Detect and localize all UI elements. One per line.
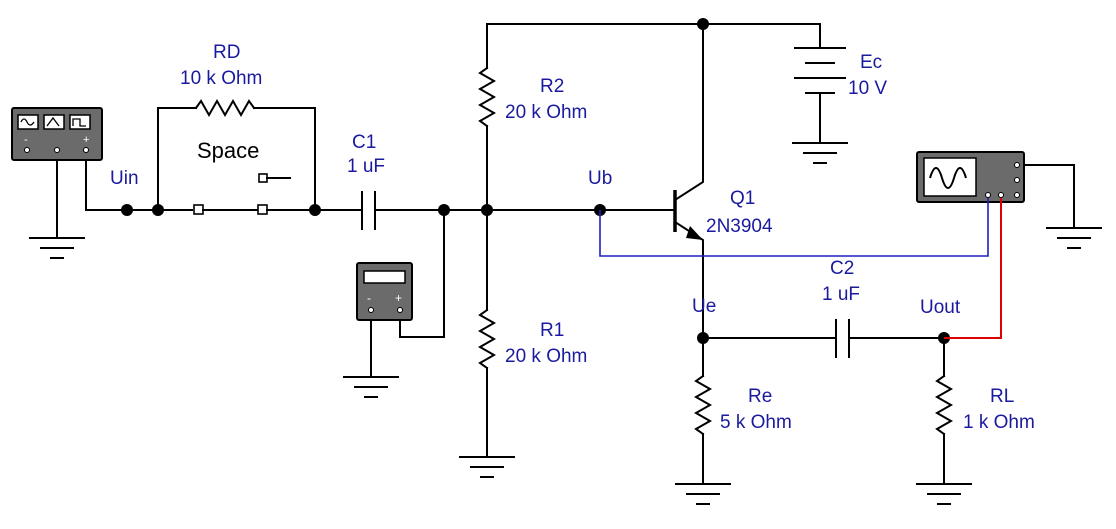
resistor-r1[interactable]: [477, 308, 497, 370]
ground-symbol: [343, 376, 399, 398]
ground-symbol: [792, 142, 848, 164]
multimeter-minus-terminal: -: [367, 291, 371, 305]
probe-wire-blue: [599, 198, 989, 257]
r1-name: R1: [540, 320, 564, 341]
c1-name: C1: [352, 132, 376, 153]
function-generator[interactable]: - +: [11, 107, 103, 161]
rl-name: RL: [990, 386, 1014, 407]
node-label-uout: Uout: [920, 297, 961, 318]
ground-symbol: [29, 237, 85, 259]
c2-value: 1 uF: [822, 284, 860, 305]
sine-wave-button-icon[interactable]: [17, 114, 39, 130]
ground-symbol: [1046, 227, 1102, 249]
switch-key-label-text: Space: [197, 138, 259, 163]
node-label-ub: Ub: [588, 168, 612, 189]
ground-symbol: [459, 456, 515, 478]
resistor-re[interactable]: [693, 374, 713, 436]
multimeter-plus-terminal: +: [395, 291, 402, 305]
multimeter[interactable]: - +: [356, 262, 413, 321]
re-value: 5 k Ohm: [720, 412, 792, 433]
c1-value: 1 uF: [347, 156, 385, 177]
r1-value: 20 k Ohm: [505, 346, 587, 367]
ec-value: 10 V: [848, 78, 887, 99]
ground-symbol: [916, 483, 972, 505]
rl-value: 1 k Ohm: [963, 412, 1035, 433]
resistor-r2[interactable]: [477, 66, 497, 128]
rd-name: RD: [213, 42, 240, 63]
r2-value: 20 k Ohm: [505, 102, 587, 123]
capacitor-c1[interactable]: [361, 191, 376, 230]
resistor-rd[interactable]: [194, 98, 256, 118]
ground-symbol: [675, 483, 731, 505]
node-label-ue: Ue: [692, 296, 716, 317]
sine-wave-icon: [929, 167, 967, 189]
r2-name: R2: [540, 76, 564, 97]
rd-value: 10 k Ohm: [180, 68, 262, 89]
c2-name: C2: [830, 258, 854, 279]
node-label-uin: Uin: [110, 168, 139, 189]
ec-name: Ec: [860, 52, 882, 73]
q1-name: Q1: [730, 188, 755, 209]
oscilloscope[interactable]: [916, 151, 1025, 203]
battery-ec[interactable]: [794, 47, 846, 94]
probe-wire-red: [944, 198, 1002, 339]
triangle-wave-button-icon[interactable]: [43, 114, 65, 130]
switch-space[interactable]: [193, 173, 316, 215]
transistor-q1[interactable]: [673, 23, 704, 339]
q1-value: 2N3904: [706, 216, 773, 237]
capacitor-c2[interactable]: [835, 319, 850, 358]
resistor-rl[interactable]: [934, 374, 954, 436]
re-name: Re: [748, 386, 772, 407]
generator-plus-terminal: +: [83, 134, 89, 146]
node-uin-dot: [121, 204, 133, 216]
generator-minus-terminal: -: [24, 134, 28, 146]
